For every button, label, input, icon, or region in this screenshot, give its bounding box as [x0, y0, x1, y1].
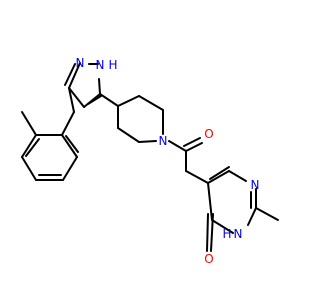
bond — [138, 140, 157, 143]
bond — [61, 111, 75, 136]
bond — [62, 156, 78, 181]
bond — [138, 95, 164, 111]
bond — [68, 62, 81, 89]
bond — [247, 207, 257, 226]
bond — [185, 142, 203, 152]
bond — [21, 134, 37, 158]
bond — [87, 95, 102, 105]
pyrazole-nh-h-label: H — [108, 58, 117, 72]
bond — [185, 170, 209, 184]
pyrimidinone-o-label: O — [204, 252, 213, 266]
piperidine-n-label: N — [159, 134, 168, 148]
bond — [61, 134, 78, 158]
pyrazole-ring — [64, 62, 102, 108]
bond — [68, 87, 75, 113]
bond — [117, 127, 140, 143]
bond — [21, 111, 37, 136]
structure-svg: N N H N O N H N O — [21, 56, 279, 266]
bond — [211, 219, 234, 234]
pyrimidine-nh-h-label: H — [222, 227, 231, 241]
bond — [98, 78, 101, 95]
piperidine-ring — [99, 93, 164, 143]
pyrimidine-nh-n-label: N — [234, 227, 243, 241]
bond — [209, 166, 230, 180]
bond — [65, 135, 79, 153]
bond — [228, 170, 247, 182]
pyrimidinone-ring — [206, 166, 279, 252]
pyrazole-n1-label: N — [76, 56, 85, 70]
carbonyl-o-label: O — [204, 127, 213, 141]
bond — [117, 95, 140, 107]
pyrimidine-n-top-label: N — [251, 178, 260, 192]
acetyl-linker — [168, 137, 209, 184]
bond — [255, 207, 279, 221]
bond — [207, 170, 230, 184]
bond — [99, 93, 119, 107]
pyrazole-nh-n-label: N — [96, 58, 105, 72]
bond — [21, 156, 37, 181]
bond — [25, 138, 40, 157]
bond — [68, 87, 85, 108]
tolyl-ring — [21, 87, 79, 181]
bond — [210, 213, 214, 252]
bond — [206, 213, 209, 252]
bond — [168, 140, 187, 152]
bond — [183, 137, 201, 147]
bond — [207, 182, 213, 221]
molecule-diagram: N N H N O N H N O — [21, 56, 279, 266]
bond — [64, 63, 76, 86]
